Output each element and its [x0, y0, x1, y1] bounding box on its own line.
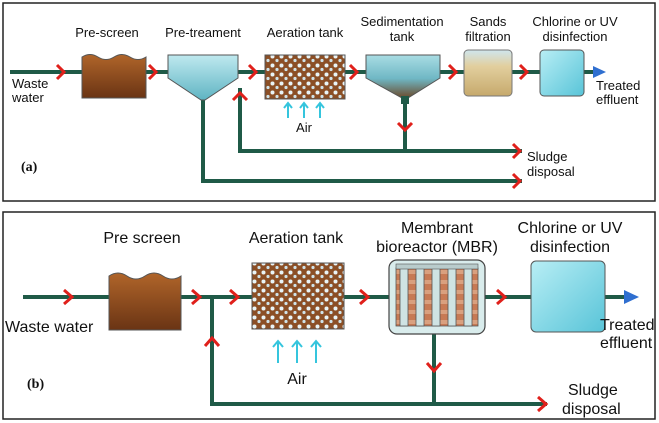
- label-disinfection: disinfection: [530, 239, 610, 256]
- flow-arrow-icon: [447, 63, 459, 81]
- label-aeration-tank: Aeration tank: [267, 25, 344, 40]
- label-effluent: effluent: [596, 92, 639, 107]
- panel-a-frame: [2, 2, 656, 202]
- flow-arrow-icon: [496, 288, 508, 306]
- label-sedimentation-tank: tank: [390, 29, 415, 44]
- label-disposal: disposal: [527, 164, 575, 179]
- label-chlorine-uv: Chlorine or UV: [518, 220, 623, 237]
- outlet-arrow-icon: [593, 66, 606, 78]
- panel-b: Pre screen Aeration tank Membrant biorea…: [2, 211, 656, 420]
- label-pre-screen: Pre-screen: [75, 25, 139, 40]
- label-water: water: [11, 90, 44, 105]
- sand-filter-a: [463, 49, 513, 97]
- label-effluent: effluent: [600, 335, 653, 352]
- mbr-unit-b: [388, 259, 486, 335]
- pre-treatment-tank-a: [167, 54, 239, 101]
- flow-arrow-icon: [63, 288, 75, 306]
- label-disposal: disposal: [562, 401, 621, 418]
- flow-arrow-icon: [247, 63, 259, 81]
- aeration-tank-b: [251, 262, 345, 330]
- flow-arrow-icon: [55, 63, 67, 81]
- label-sludge: Sludge: [568, 382, 618, 399]
- panel-letter-a: (a): [21, 160, 38, 175]
- label-sludge: Sludge: [527, 149, 567, 164]
- flow-arrow-icon: [147, 63, 159, 81]
- panel-letter-b: (b): [27, 377, 44, 392]
- uv-disinfection-a: [539, 49, 585, 97]
- flow-arrow-icon: [229, 288, 241, 306]
- label-air: Air: [287, 371, 307, 388]
- flow-arrow-icon: [537, 395, 549, 413]
- label-pre-treatment: Pre-treament: [165, 25, 241, 40]
- flow-arrows-b: [63, 288, 549, 413]
- air-arrows-b: [272, 339, 322, 363]
- air-arrows-a: [283, 101, 325, 118]
- label-air: Air: [296, 120, 313, 135]
- sludge-pipe-lower-a: [201, 98, 522, 183]
- flow-arrow-icon: [359, 288, 371, 306]
- outlet-arrow-icon: [624, 290, 639, 304]
- label-treated: Treated: [596, 78, 640, 93]
- flow-arrow-icon: [511, 172, 523, 190]
- label-bioreactor-mbr: bioreactor (MBR): [376, 239, 498, 256]
- flow-arrow-icon: [348, 63, 360, 81]
- flow-arrow-icon: [191, 288, 203, 306]
- return-arrow-icon: [203, 335, 221, 347]
- label-disinfection: disinfection: [542, 29, 607, 44]
- uv-disinfection-b: [530, 260, 606, 333]
- label-pre-screen: Pre screen: [103, 230, 180, 247]
- label-membrant: Membrant: [401, 220, 474, 237]
- sedimentation-tank-a: [365, 54, 441, 104]
- aeration-tank-a: [264, 54, 346, 100]
- flow-arrow-icon: [511, 142, 523, 160]
- sludge-pipe-upper-a: [238, 88, 522, 153]
- label-sedimentation: Sedimentation: [360, 14, 443, 29]
- return-arrow-icon: [231, 90, 249, 102]
- label-filtration: filtration: [465, 29, 511, 44]
- label-treated: Treated: [600, 317, 655, 334]
- label-sands: Sands: [470, 14, 507, 29]
- label-chlorine-uv: Chlorine or UV: [532, 14, 618, 29]
- flow-arrows-a: [55, 63, 530, 190]
- label-waste-water: Waste water: [5, 319, 94, 336]
- label-waste: Waste: [12, 76, 48, 91]
- down-arrow-icon: [425, 362, 443, 374]
- pre-screen-tank-b: [108, 272, 182, 331]
- pre-screen-tank-a: [81, 54, 147, 99]
- panel-a: Pre-screen Pre-treament Aeration tank Se…: [2, 2, 656, 202]
- flow-arrow-icon: [518, 63, 530, 81]
- label-aeration-tank: Aeration tank: [249, 230, 344, 247]
- down-arrow-icon: [396, 121, 414, 133]
